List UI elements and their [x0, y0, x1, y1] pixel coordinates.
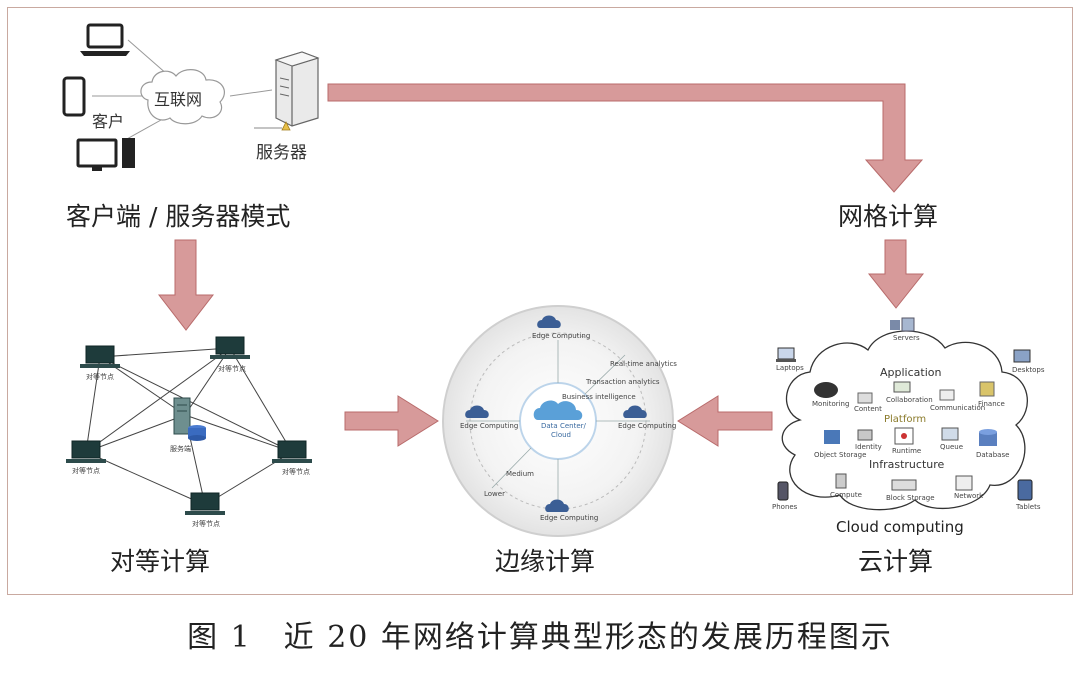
edge-label-lower: Lower: [484, 490, 505, 498]
edge-computing-title: 边缘计算: [495, 547, 596, 576]
cloud-item-communication: Communication: [930, 404, 986, 412]
edge-label-medium: Medium: [506, 470, 534, 478]
edge-label-bi: Business intelligence: [562, 393, 636, 401]
internet-label: 互联网: [154, 90, 203, 109]
cloud-item-finance: Finance: [978, 400, 1005, 408]
p2p-node-label-4: 对等节点: [282, 468, 310, 476]
edge-center-cloud-icon: [533, 400, 583, 420]
p2p-node-label-3: 对等节点: [72, 467, 100, 475]
monitoring-icon: [814, 382, 838, 398]
p2p-diagram: [66, 336, 312, 515]
edge-node-label-right: Edge Computing: [618, 422, 677, 430]
edge-center-label-1: Data Center/: [541, 422, 586, 430]
network-icon: [955, 475, 973, 491]
cloud-infrastructure-label: Infrastructure: [869, 458, 945, 471]
cloud-computing-footer: Cloud computing: [836, 518, 964, 536]
cloud-item-runtime: Runtime: [892, 447, 922, 455]
block-storage-icon: [891, 479, 917, 491]
p2p-node-2: [210, 336, 250, 359]
arrow-cloud-to-edge: [677, 395, 773, 447]
edge-label-transaction: Transaction analytics: [586, 378, 660, 386]
p2p-node-3: [66, 440, 106, 463]
arrow-cs-to-p2p: [157, 239, 215, 331]
communication-icon: [939, 389, 955, 401]
server-label: 服务器: [256, 143, 307, 163]
identity-icon: [857, 429, 873, 441]
cloud-item-laptops: Laptops: [776, 364, 804, 372]
cloud-item-monitoring: Monitoring: [812, 400, 850, 408]
compute-icon: [835, 473, 847, 489]
arrow-p2p-to-edge: [344, 395, 439, 447]
object-storage-icon: [824, 430, 840, 444]
p2p-center-server: [173, 397, 206, 441]
p2p-node-1: [80, 345, 120, 368]
tablets-icon: [1017, 479, 1033, 501]
p2p-node-4: [272, 440, 312, 463]
p2p-node-label-2: 对等节点: [218, 365, 246, 373]
arrow-cs-to-grid: [327, 83, 924, 193]
arrow-grid-to-cloud: [867, 239, 925, 309]
figure-caption: 图 1 近 20 年网络计算典型形态的发展历程图示: [187, 620, 893, 655]
internet-cloud-icon: [140, 69, 225, 125]
database-icon: [979, 429, 997, 446]
cloud-item-collaboration: Collaboration: [886, 396, 933, 404]
cloud-computing-diagram: [776, 317, 1033, 511]
p2p-node-label-5: 对等节点: [192, 520, 220, 528]
cloud-item-content: Content: [854, 405, 882, 413]
queue-icon: [941, 427, 959, 441]
laptop-icon: [80, 23, 130, 56]
cloud-application-label: Application: [880, 366, 942, 379]
grid-computing-title: 网格计算: [838, 202, 939, 231]
cloud-computing-title: 云计算: [858, 547, 934, 576]
content-icon: [857, 392, 873, 404]
edge-node-label-left: Edge Computing: [460, 422, 519, 430]
cloud-platform-label: Platform: [884, 414, 927, 425]
cloud-item-object-storage: Object Storage: [814, 451, 867, 459]
p2p-node-label-1: 对等节点: [86, 373, 114, 381]
cloud-item-network: Network: [954, 492, 984, 500]
finance-icon: [979, 381, 995, 397]
phones-icon: [777, 481, 789, 501]
desktops-icon: [1013, 349, 1031, 363]
desktop-icon: [76, 138, 135, 171]
cloud-item-tablets: Tablets: [1016, 503, 1041, 511]
edge-center-label-2: Cloud: [551, 431, 571, 439]
client-server-title: 客户端 / 服务器模式: [66, 202, 291, 231]
laptops-icon: [776, 347, 796, 362]
cloud-item-queue: Queue: [940, 443, 963, 451]
phone-icon: [62, 76, 86, 117]
runtime-icon: [894, 427, 914, 445]
client-server-diagram: [62, 23, 320, 171]
edge-computing-diagram: [442, 305, 674, 537]
cloud-item-servers: Servers: [893, 334, 920, 342]
cloud-item-block-storage: Block Storage: [886, 494, 935, 502]
edge-node-label-bottom: Edge Computing: [540, 514, 599, 522]
servers-icon: [890, 317, 915, 332]
edge-label-realtime: Real-time analytics: [610, 360, 677, 368]
cloud-item-database: Database: [976, 451, 1010, 459]
p2p-computing-title: 对等计算: [110, 547, 211, 576]
p2p-center-label: 服务端: [170, 445, 191, 453]
client-label: 客户: [92, 112, 125, 131]
server-icon: [254, 51, 320, 131]
cloud-item-compute: Compute: [830, 491, 862, 499]
collaboration-icon: [893, 381, 911, 393]
edge-node-label-top: Edge Computing: [532, 332, 591, 340]
cloud-item-desktops: Desktops: [1012, 366, 1045, 374]
p2p-node-5: [185, 492, 225, 515]
cloud-item-identity: Identity: [855, 443, 882, 451]
cloud-item-phones: Phones: [772, 503, 798, 511]
